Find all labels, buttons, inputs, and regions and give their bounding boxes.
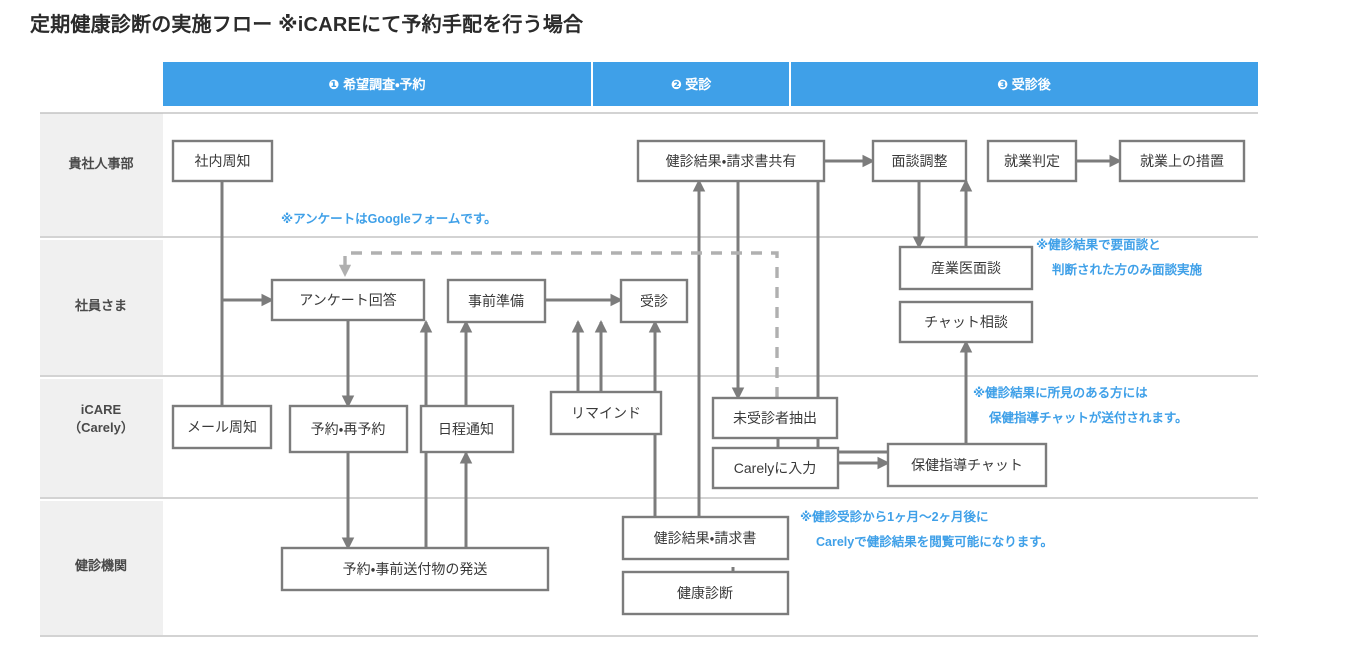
node-label: チャット相談 [924,314,1008,330]
lane-dividers [40,112,1258,637]
nodes: 社内周知 健診結果・請求書共有 面談調整 就業判定 就業上の措置 アンケート回答… [171,139,1246,616]
page-title: 定期健康診断の実施フロー ※iCAREにて予約手配を行う場合 [30,14,584,36]
lane-label-hr: 貴社人事部 [68,156,133,171]
lane-label-column [40,113,163,635]
node-label: 社内周知 [195,153,251,169]
note-google-form: ※アンケートはGoogleフォームです。 [281,212,497,226]
node-yoyaku-saiyoyaku[interactable]: 予約・再予約 [288,404,409,454]
node-label: メール周知 [187,419,257,435]
note-carely-view-line2: Carelyで健診結果を閲覧可能になります。 [816,534,1053,549]
node-mail-shuchi[interactable]: メール周知 [171,404,273,450]
node-kenko-shindan[interactable]: 健康診断 [621,570,790,616]
node-label: 就業上の措置 [1140,153,1224,169]
note-chat-line2: 保健指導チャットが送付されます。 [988,410,1188,425]
node-label: Carelyに入力 [734,460,816,476]
node-shugyo-sochi[interactable]: 就業上の措置 [1118,139,1246,183]
notes: ※アンケートはGoogleフォームです。 ※健診結果で要面談と 判断された方のみ… [281,212,1203,549]
node-label: 健診結果・請求書共有 [666,153,797,169]
node-label: 面談調整 [892,153,948,169]
node-jizen-junbi[interactable]: 事前準備 [446,278,547,324]
node-label: 日程通知 [438,421,494,437]
phase-label-1: ❶ 希望調査・予約 [328,77,425,92]
node-carely-nyuryoku[interactable]: Carelyに入力 [711,446,840,490]
node-label: 産業医面談 [931,260,1001,276]
node-label: 未受診者抽出 [733,410,817,426]
node-label: 健診結果・請求書 [654,530,757,546]
node-shugyo-hantei[interactable]: 就業判定 [986,139,1078,183]
node-kenshin-seikyu-kyoyu[interactable]: 健診結果・請求書共有 [636,139,826,183]
note-carely-view-line1: ※健診受診から1ヶ月～2ヶ月後に [800,509,989,524]
node-label: 保健指導チャット [911,457,1023,473]
lane-label-employee: 社員さま [74,298,127,313]
note-mendan-line2: 判断された方のみ面談実施 [1052,262,1203,277]
node-yoyaku-hassou[interactable]: 予約・事前送付物の発送 [280,546,550,592]
node-jushin[interactable]: 受診 [619,278,689,324]
node-mijushinsha-chushutsu[interactable]: 未受診者抽出 [711,396,839,440]
node-sangyoi-mendan[interactable]: 産業医面談 [898,245,1034,291]
node-label: 事前準備 [468,293,524,309]
node-label: 受診 [640,293,668,309]
lane-label-icare: iCARE [81,402,122,417]
lane-label-icare-2: （Carely） [68,420,134,435]
lane-labels: 貴社人事部 社員さま iCARE （Carely） 健診機関 [68,156,134,573]
node-label: 予約・再予約 [311,421,386,437]
note-mendan-line1: ※健診結果で要面談と [1036,237,1161,252]
node-label: 就業判定 [1004,153,1060,169]
node-mendan-chosei[interactable]: 面談調整 [871,139,968,183]
node-label: 予約・事前送付物の発送 [343,561,488,577]
note-chat-line1: ※健診結果に所見のある方には [973,385,1148,400]
phase-label-3: ❸ 受診後 [997,77,1052,92]
node-kenshin-seikyu[interactable]: 健診結果・請求書 [621,515,790,561]
node-nittei-tsuchi[interactable]: 日程通知 [419,404,515,454]
node-label: アンケート回答 [299,292,396,308]
node-label: リマインド [571,405,641,421]
node-hoken-shido-chat[interactable]: 保健指導チャット [886,442,1048,488]
node-chat-sodan[interactable]: チャット相談 [898,300,1034,344]
node-enquete-kaito[interactable]: アンケート回答 [270,278,426,322]
phase-label-2: ❷ 受診 [671,77,713,92]
lane-label-clinic: 健診機関 [74,558,127,573]
node-shanai-shuchi[interactable]: 社内周知 [171,139,274,183]
node-label: 健康診断 [677,585,733,601]
node-remind[interactable]: リマインド [549,390,663,436]
phase-header-bar: ❶ 希望調査・予約 ❷ 受診 ❸ 受診後 [163,62,1258,106]
